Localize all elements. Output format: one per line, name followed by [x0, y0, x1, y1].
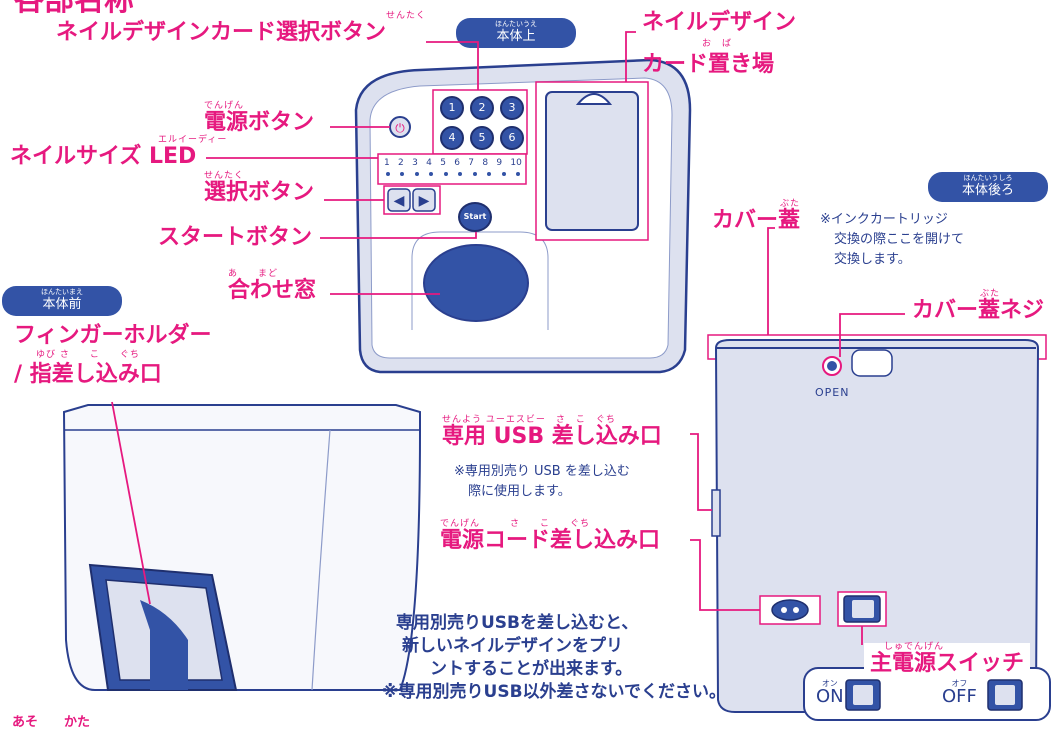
- nail-led-label: エルイーディー ネイルサイズ LED: [10, 135, 228, 169]
- card-button-4[interactable]: 4: [440, 126, 464, 150]
- section-front-label: 本体前: [42, 297, 82, 312]
- switch-on-ruby: オン: [821, 679, 838, 688]
- footer-partial-text: あそ かた: [12, 715, 91, 730]
- select-right-arrow: ▶: [419, 193, 430, 209]
- card-select-label: せんたく ネイルデザインカード選択ボタン: [56, 11, 427, 45]
- nail-led-ruby: エルイーディー: [158, 135, 228, 145]
- card-button-6[interactable]: 6: [500, 126, 524, 150]
- card-button-2[interactable]: 2: [470, 96, 494, 120]
- power-label: でんげん 電源ボタン: [204, 101, 315, 135]
- section-front-ruby: ほんたいまえ: [41, 288, 83, 296]
- section-top-badge: ほんたいうえ 本体上: [456, 18, 576, 48]
- finger-ruby: ゆび さ こ ぐち: [36, 349, 140, 360]
- led-strip: 1 2 3 4 5 6 7 8 9 10: [384, 158, 522, 168]
- finger-holder-label: フィンガーホルダー ゆび さ こ ぐち / 指差し込み口: [14, 323, 212, 387]
- card-holder-label: ネイルデザイン お ば カード置き場: [642, 10, 797, 77]
- open-label: OPEN: [815, 386, 850, 399]
- led-dots: [386, 172, 520, 176]
- leader-lines: [111, 31, 905, 645]
- led-5: 5: [440, 158, 446, 168]
- window-ruby: あ まど: [228, 269, 279, 279]
- select-label: せんたく 選択ボタン: [204, 171, 315, 205]
- cover-screw-label: ぶた カバー蓋ネジ: [912, 289, 1045, 323]
- usb-note: ※専用別売り USB を差し込む 際に使用します。: [454, 464, 630, 500]
- select-left-arrow: ◀: [394, 193, 405, 209]
- led-8: 8: [482, 158, 489, 168]
- usb-port-ruby: せんよう ユーエスビー さ こ ぐち: [442, 415, 616, 425]
- power-ruby: でんげん: [204, 101, 245, 111]
- select-ruby: せんたく: [204, 171, 245, 181]
- switch-on-label: オン ON: [816, 680, 844, 706]
- window-label: あ まど 合わせ窓: [228, 269, 317, 303]
- window-ellipse: [423, 244, 529, 322]
- switch-on-text: ON: [816, 686, 844, 707]
- section-back-ruby: ほんたいうしろ: [963, 174, 1013, 182]
- power-cord-label: でんげん さ こ ぐち 電源コード差し込み口: [440, 519, 661, 553]
- power-cord-ruby: でんげん さ こ ぐち: [440, 519, 591, 529]
- switch-off-ruby: オフ: [951, 679, 968, 688]
- section-back-badge: ほんたいうしろ 本体後ろ: [928, 172, 1048, 202]
- led-1: 1: [384, 158, 390, 168]
- start-button[interactable]: Start: [458, 202, 492, 232]
- front-device: [62, 404, 421, 691]
- cover-screw-ruby: ぶた: [980, 289, 1001, 299]
- main-switch-label: しゅでんげん 主電源スイッチ: [864, 642, 1031, 675]
- led-10: 10: [510, 158, 522, 168]
- card-button-5[interactable]: 5: [470, 126, 494, 150]
- card-button-1[interactable]: 1: [440, 96, 464, 120]
- card-holder-ruby: お ば: [702, 38, 733, 49]
- cover-ruby: ぶた: [780, 199, 801, 209]
- led-2: 2: [398, 158, 404, 168]
- section-top-label: 本体上: [496, 29, 536, 44]
- led-6: 6: [454, 158, 460, 168]
- card-button-grid: 1 2 3 4 5 6: [440, 96, 524, 150]
- section-front-badge: ほんたいまえ 本体前: [2, 286, 122, 316]
- usb-info-text: 専用別売りUSBを差し込むと、 新しいネイルデザインをプリ ントすることが出来ま…: [382, 613, 727, 702]
- main-switch-ruby: しゅでんげん: [884, 642, 945, 652]
- card-button-3[interactable]: 3: [500, 96, 524, 120]
- power-icon: ⏻: [395, 121, 405, 135]
- start-label: スタートボタン: [158, 225, 313, 250]
- led-9: 9: [496, 158, 503, 168]
- led-7: 7: [468, 158, 475, 168]
- cover-label: ぶた カバー蓋: [712, 199, 801, 233]
- switch-off-label: オフ OFF: [942, 680, 977, 706]
- card-select-ruby: せんたく: [386, 11, 427, 21]
- led-3: 3: [412, 158, 418, 168]
- section-top-ruby: ほんたいうえ: [495, 20, 537, 28]
- usb-port-label: せんよう ユーエスビー さ こ ぐち 専用 USB 差し込み口: [442, 415, 662, 449]
- switch-off-text: OFF: [942, 686, 977, 707]
- section-back-label: 本体後ろ: [961, 183, 1014, 198]
- cover-note: ※インクカートリッジ 交換の際ここを開けて 交換します。: [820, 212, 965, 268]
- page-title: 各部名称: [14, 0, 134, 18]
- switch-states-box: [803, 667, 1051, 721]
- led-4: 4: [426, 158, 432, 168]
